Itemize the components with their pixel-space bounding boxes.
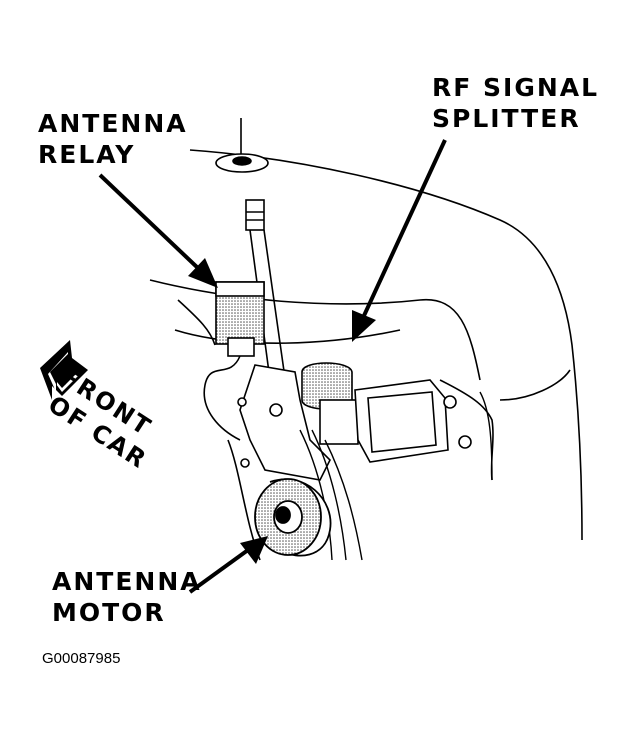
antenna-mast [215, 118, 299, 471]
front-direction-arrow [40, 340, 88, 400]
antenna-motor-label-line2: MOTOR [52, 598, 166, 627]
antenna-motor [254, 478, 332, 557]
splitter-leader [360, 139, 447, 321]
antenna-motor-label-line1: ANTENNA [52, 567, 202, 596]
rf-signal-splitter-label-line2: SPLITTER [432, 104, 581, 133]
antenna-motor-label: ANTENNA MOTOR [52, 566, 202, 628]
cables [299, 391, 493, 561]
antenna-relay-label: ANTENNA RELAY [38, 108, 188, 170]
antenna-relay [203, 281, 265, 441]
relay-leader [98, 173, 202, 272]
mounting-bracket [237, 364, 331, 481]
body-panel [149, 149, 583, 561]
leader-arrows [98, 139, 447, 594]
antenna-relay-label-line1: ANTENNA [38, 109, 188, 138]
rf-signal-splitter-label-line1: RF SIGNAL [432, 73, 600, 102]
rf-signal-splitter-label: RF SIGNAL SPLITTER [432, 72, 599, 134]
figure-id: G00087985 [42, 650, 121, 667]
motor-arrowhead [240, 536, 268, 564]
rf-signal-splitter [301, 362, 472, 463]
motor-leader [188, 548, 250, 594]
splitter-arrowhead [352, 310, 376, 342]
relay-arrowhead [188, 258, 218, 288]
antenna-relay-label-line2: RELAY [38, 140, 136, 169]
